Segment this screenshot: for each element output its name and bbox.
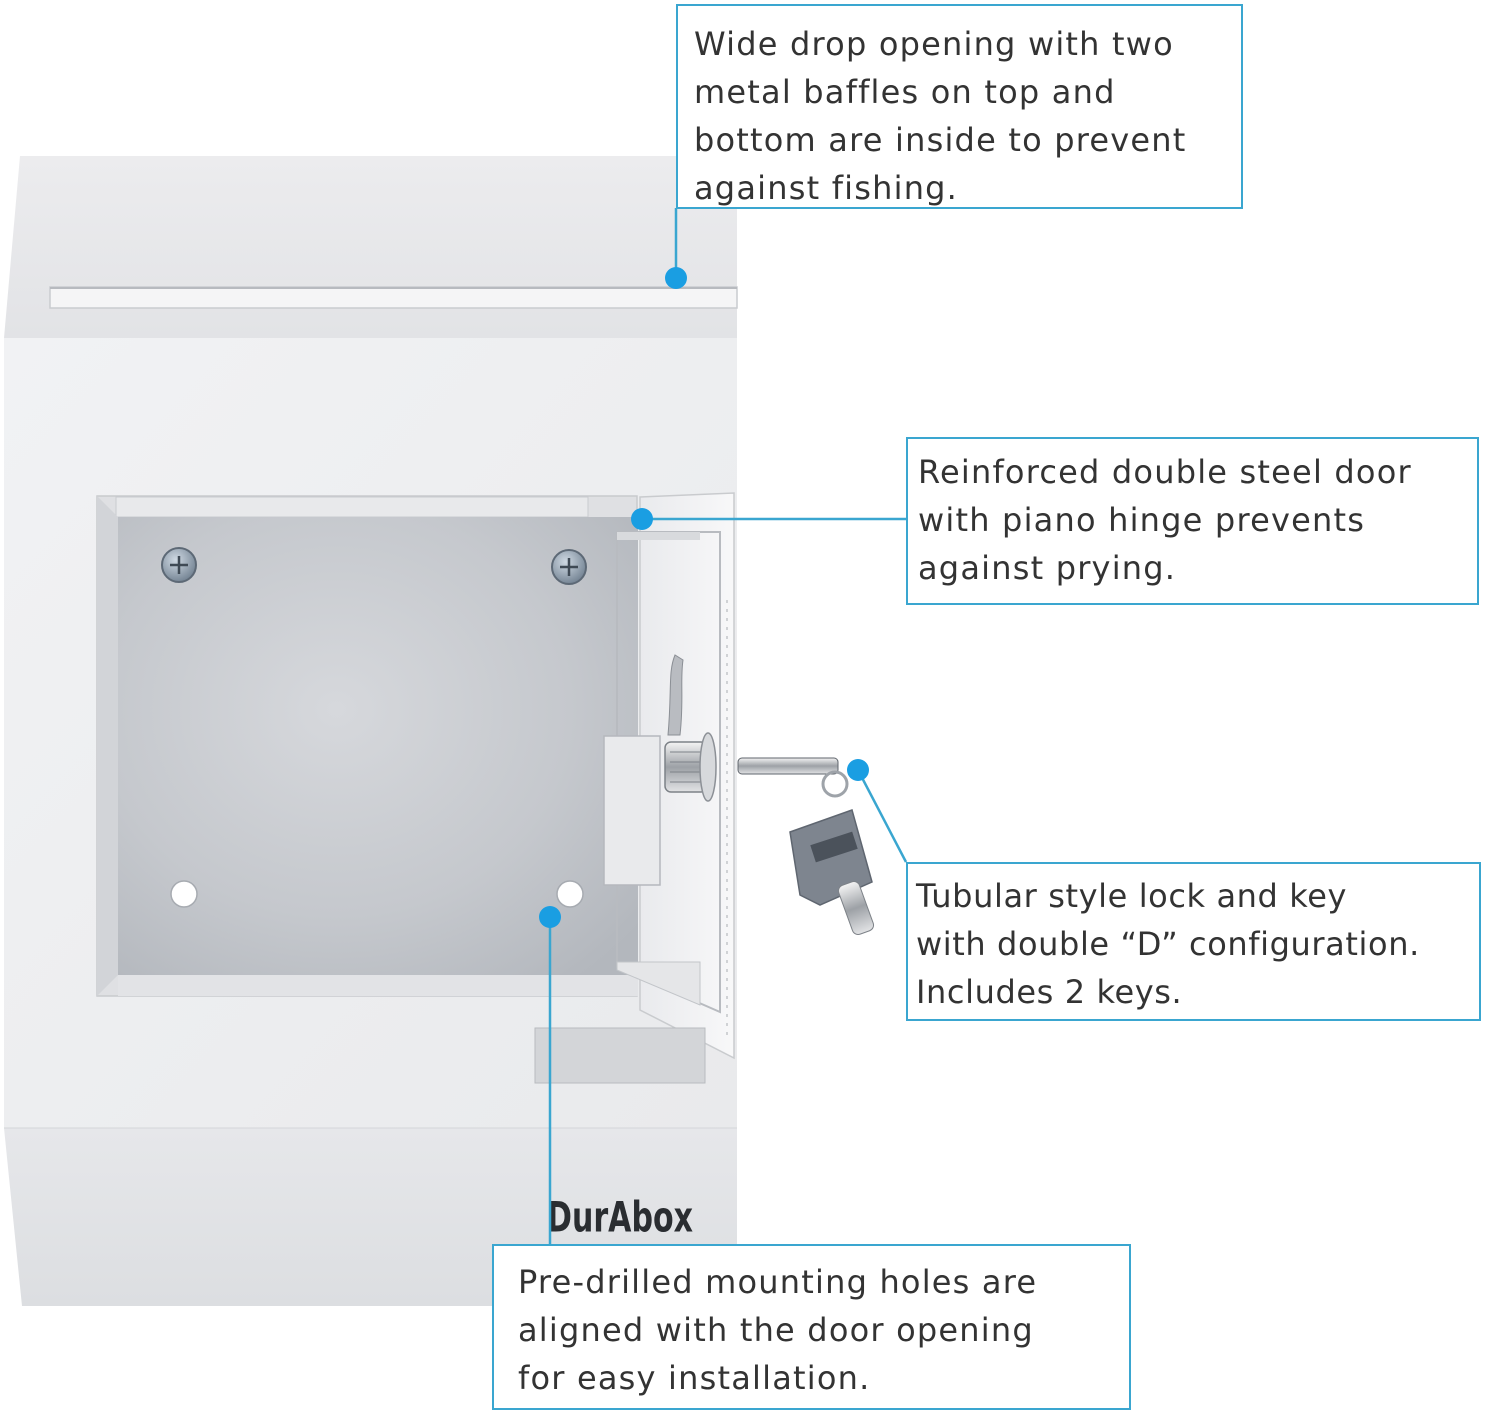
callout-drop-opening: Wide drop opening with two metal baffles… bbox=[676, 4, 1243, 209]
key-icon bbox=[737, 757, 875, 936]
callout-mounting-holes: Pre-drilled mounting holes are aligned w… bbox=[492, 1244, 1131, 1410]
dot-marker-icon bbox=[665, 267, 687, 289]
drop-slot bbox=[49, 286, 738, 309]
lock-cylinder-icon bbox=[664, 732, 717, 802]
screw-icon bbox=[551, 549, 587, 585]
screw-icon bbox=[161, 547, 197, 583]
dot-marker-icon bbox=[539, 906, 561, 928]
brand-logo: DurAbox bbox=[547, 1194, 693, 1242]
box-top-panel bbox=[4, 156, 737, 338]
callout-lock: Tubular style lock and key with double “… bbox=[906, 862, 1481, 1021]
mounting-hole bbox=[556, 880, 584, 908]
box-interior bbox=[96, 495, 638, 997]
brand-plate: DurAbox bbox=[534, 1027, 706, 1242]
callout-door: Reinforced double steel door with piano … bbox=[906, 437, 1479, 605]
dot-marker-icon bbox=[631, 508, 653, 530]
callout-connectors bbox=[548, 208, 908, 1244]
dot-marker-icon bbox=[847, 759, 869, 781]
mounting-hole bbox=[170, 880, 198, 908]
